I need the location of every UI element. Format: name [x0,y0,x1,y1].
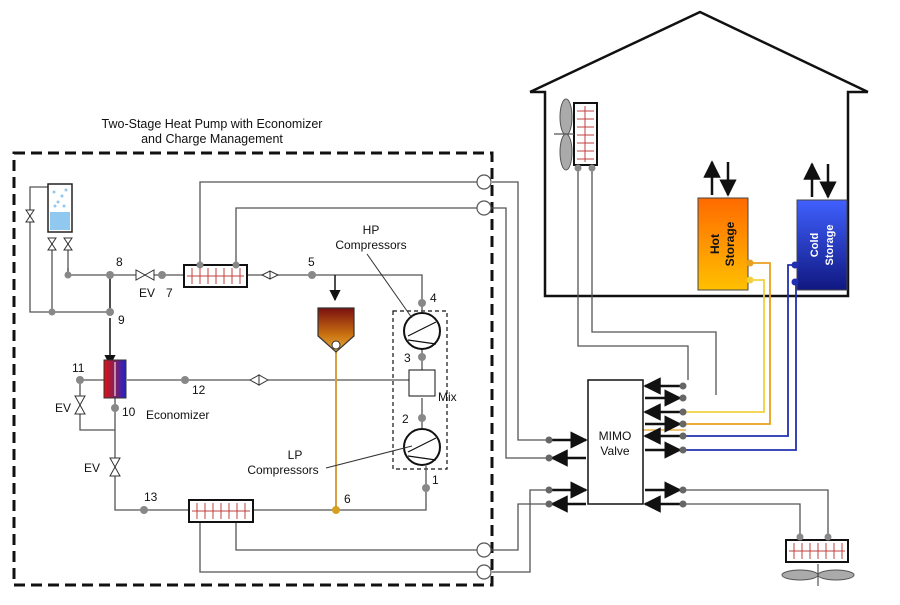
ev-bottom-valve [109,457,121,469]
hp-compressors-label-2: Compressors [335,238,406,252]
indoor-fan-coil [554,98,598,172]
indoor-fan-blade-bottom [559,133,573,171]
charge-valves [25,209,73,251]
mimo-valve [587,379,644,505]
phase-separator [317,307,355,353]
mimo-right-arrows [643,377,682,513]
mix-box [408,369,436,397]
indoor-fan-blade-top [559,98,573,136]
state-point-9: 9 [118,313,125,327]
state-point-labels: 1 2 3 4 5 6 7 8 9 10 11 12 13 [72,255,439,506]
state-point-4: 4 [430,291,437,305]
outdoor-fan-blade-right [817,569,855,581]
hot-storage-label-2: Storage [723,221,737,266]
condenser-heat-exchanger [183,264,248,288]
state-point-13: 13 [144,490,158,504]
hot-storage-label-1: Hot [708,234,722,254]
state-point-6: 6 [344,492,351,506]
diagram-title-line1: Two-Stage Heat Pump with Economizer [102,117,323,131]
expansion-valves [74,269,280,477]
outdoor-fan-coil [781,533,855,586]
hp-compressors-label-1: HP [363,223,380,237]
hp-compressor [403,312,441,350]
heat-pump-boundary [12,151,494,587]
ev-left-label: EV [55,401,71,415]
state-point-2: 2 [402,412,409,426]
mimo-valve-label-2: Valve [600,444,629,458]
boundary-ports [476,174,492,580]
ev-top-label: EV [139,286,155,300]
state-point-1: 1 [432,473,439,487]
refrigerant-receiver [47,183,73,233]
outdoor-fan-blade-left [781,569,819,581]
house-outline [529,10,869,298]
mix-label: Mix [438,390,457,404]
mimo-left-arrows [550,431,588,513]
state-point-3: 3 [404,351,411,365]
state-point-11: 11 [72,361,85,375]
compressor-group-box [392,310,448,470]
evaporator-heat-exchanger [188,499,254,523]
state-point-8: 8 [116,255,123,269]
economizer-label: Economizer [146,408,209,422]
state-point-12: 12 [192,383,206,397]
cold-storage-label-1: Cold [809,233,821,257]
lp-compressors-label-1: LP [288,448,303,462]
ev-left-valve [74,395,86,407]
cold-storage-tank: Cold Storage [791,162,848,291]
state-point-10: 10 [122,405,136,419]
ev-bottom-label: EV [84,461,100,475]
state-point-5: 5 [308,255,315,269]
economizer-hx [103,359,127,399]
ev-top-valve [135,269,147,281]
cold-storage-label-2: Storage [824,225,836,266]
state-point-7: 7 [166,286,173,300]
lp-compressors-label-2: Compressors [247,463,318,477]
state-point-dots [48,261,430,514]
mimo-valve-label-1: MIMO [599,429,632,443]
diagram-title-line2: and Charge Management [141,132,283,146]
lp-compressor [403,428,441,466]
mimo-port-dots [545,382,687,508]
external-pipes [492,168,829,573]
hot-storage-tank: Hot Storage [697,160,754,291]
